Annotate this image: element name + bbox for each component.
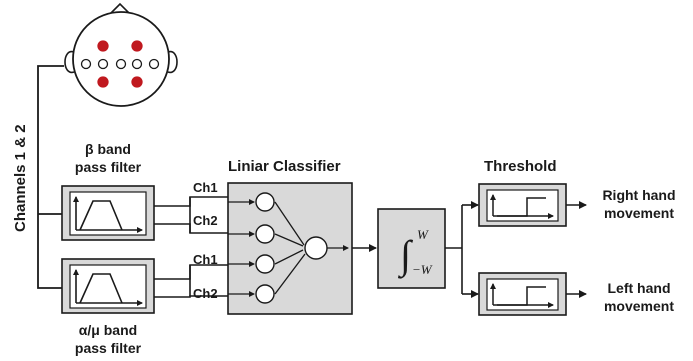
beta-filter-label: β band pass filter	[58, 140, 158, 176]
right-output-line1: Right hand	[602, 187, 676, 203]
left-ear-icon	[64, 51, 75, 73]
top-ch2-label: Ch2	[193, 213, 218, 228]
right-ear-icon	[167, 51, 178, 73]
alpha-filter-label: α/μ band pass filter	[52, 321, 164, 357]
left-output-line1: Left hand	[607, 280, 671, 296]
neuron-input-4	[255, 284, 275, 304]
electrode-2	[80, 58, 92, 70]
right-output-line2: movement	[603, 205, 675, 221]
threshold-box-left	[478, 272, 567, 316]
neuron-output	[304, 236, 328, 260]
bottom-ch2-label: Ch2	[193, 286, 218, 301]
top-ch1-label: Ch1	[193, 180, 218, 195]
electrode-4	[115, 58, 127, 70]
threshold-title: Threshold	[484, 158, 557, 175]
bottom-ch1-label: Ch1	[193, 252, 218, 267]
left-output-line2: movement	[603, 298, 675, 314]
electrode-6	[148, 58, 160, 70]
head-electrode-map	[64, 2, 178, 107]
integral-lower-limit: −W	[412, 262, 432, 277]
beta-filter-label-line2: pass filter	[74, 159, 142, 175]
neuron-input-3	[255, 254, 275, 274]
electrode-3	[97, 58, 109, 70]
channel-wires	[154, 196, 228, 298]
electrode-active-8	[131, 76, 143, 88]
channels-label: Channels 1 & 2	[12, 124, 29, 232]
left-output-label: Left hand movement	[586, 279, 692, 315]
alpha-filter-box	[61, 258, 155, 314]
electrode-active-1	[131, 40, 143, 52]
electrode-active-0	[97, 40, 109, 52]
beta-filter-label-line1: β band	[85, 141, 131, 157]
alpha-filter-label-line2: pass filter	[74, 340, 142, 356]
integral-sign: ∫	[397, 232, 414, 279]
threshold-box-right	[478, 183, 567, 227]
integral-upper-limit: W	[417, 227, 428, 242]
classifier-title: Liniar Classifier	[228, 158, 341, 175]
alpha-filter-label-line1: α/μ band	[78, 322, 138, 338]
electrode-5	[131, 58, 143, 70]
electrode-active-7	[97, 76, 109, 88]
output-wires	[352, 201, 587, 298]
beta-filter-box	[61, 185, 155, 241]
neuron-input-1	[255, 192, 275, 212]
neuron-input-2	[255, 224, 275, 244]
channel-bus	[37, 65, 64, 289]
right-output-label: Right hand movement	[586, 186, 692, 222]
linear-classifier-box	[227, 182, 353, 315]
